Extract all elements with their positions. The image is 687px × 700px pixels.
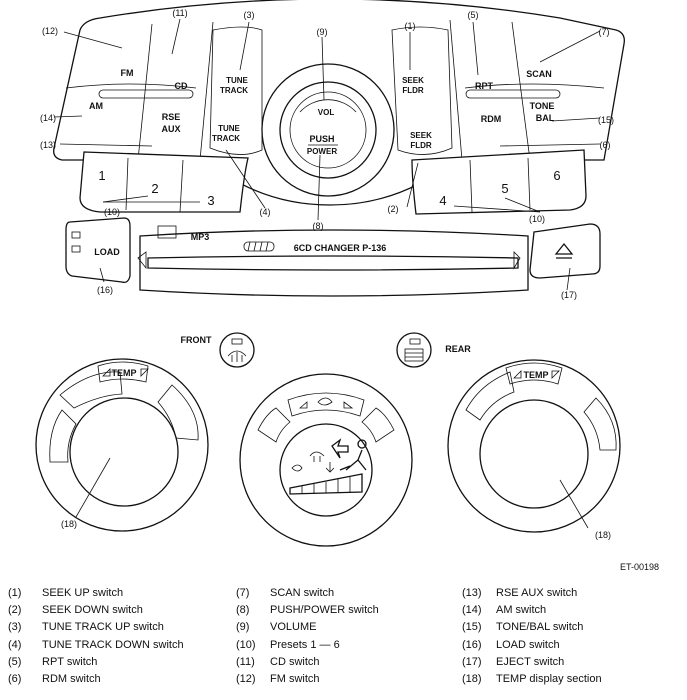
preset-bar-left xyxy=(79,151,249,213)
rear-label: REAR xyxy=(445,344,471,354)
svg-text:(4): (4) xyxy=(260,207,271,217)
svg-text:(3): (3) xyxy=(244,10,255,20)
eject-button[interactable] xyxy=(529,223,601,279)
legend-item: (5)RPT switch xyxy=(8,655,98,668)
svg-text:(6): (6) xyxy=(600,140,611,150)
rpt-button[interactable]: RPT xyxy=(475,81,494,91)
callout-lines xyxy=(53,18,601,529)
preset-5-button[interactable]: 5 xyxy=(501,181,508,196)
tone-bal-button-tone[interactable]: TONE xyxy=(530,101,555,111)
legend: (1)SEEK UP switch (2)SEEK DOWN switch (3… xyxy=(0,587,687,697)
legend-item: (3)TUNE TRACK UP switch xyxy=(8,621,164,634)
legend-item: (12)FM switch xyxy=(236,672,320,685)
push-label[interactable]: PUSH xyxy=(309,134,334,144)
legend-item: (9)VOLUME xyxy=(236,621,317,634)
legend-column-3: (13)RSE AUX switch (14)AM switch (15)TON… xyxy=(462,587,602,690)
preset-1-button[interactable]: 1 xyxy=(98,168,105,183)
svg-text:(9): (9) xyxy=(317,27,328,37)
tune-track-down-track[interactable]: TRACK xyxy=(212,134,240,143)
left-temp-label: TEMP xyxy=(111,368,136,378)
svg-text:(11): (11) xyxy=(172,8,187,18)
svg-text:(7): (7) xyxy=(599,27,610,37)
front-label: FRONT xyxy=(181,335,212,345)
seek-up-fldr[interactable]: FLDR xyxy=(402,86,424,95)
seek-down-seek[interactable]: SEEK xyxy=(410,131,432,140)
legend-item: (14)AM switch xyxy=(462,604,547,617)
tone-bal-button-bal[interactable]: BAL xyxy=(536,113,555,123)
fan-icon xyxy=(317,397,333,406)
rear-defrost-icon xyxy=(404,348,424,362)
seek-up-seek[interactable]: SEEK xyxy=(402,76,424,85)
svg-text:(14): (14) xyxy=(40,113,56,123)
load-button[interactable] xyxy=(65,217,131,284)
legend-item: (6)RDM switch xyxy=(8,672,101,685)
legend-column-1: (1)SEEK UP switch (2)SEEK DOWN switch (3… xyxy=(8,587,184,690)
airflow-icon xyxy=(331,438,349,459)
svg-text:(12): (12) xyxy=(42,26,58,36)
eject-icon xyxy=(554,242,574,259)
legend-item: (17)EJECT switch xyxy=(462,655,565,668)
front-defrost-icon xyxy=(227,350,247,362)
am-button[interactable]: AM xyxy=(89,101,103,111)
fan-dial[interactable] xyxy=(239,373,413,547)
rse-aux-button-rse[interactable]: RSE xyxy=(162,112,181,122)
fan-level-bar xyxy=(289,473,363,495)
svg-text:(17): (17) xyxy=(561,290,577,300)
rse-aux-button-aux[interactable]: AUX xyxy=(161,124,180,134)
seek-down-fldr[interactable]: FLDR xyxy=(410,141,432,150)
changer-label: 6CD CHANGER P-136 xyxy=(294,243,387,253)
legend-item: (11)CD switch xyxy=(236,655,320,668)
rear-defrost-button[interactable] xyxy=(396,332,432,368)
svg-text:(18): (18) xyxy=(61,519,77,529)
front-defrost-button[interactable] xyxy=(219,332,255,368)
legend-column-2: (7)SCAN switch (8)PUSH/POWER switch (9)V… xyxy=(236,587,379,690)
svg-text:(8): (8) xyxy=(313,221,324,231)
legend-item: (16)LOAD switch xyxy=(462,638,560,651)
svg-text:(2): (2) xyxy=(388,204,399,214)
seat-icon xyxy=(339,449,367,471)
legend-item: (4)TUNE TRACK DOWN switch xyxy=(8,638,184,651)
mp3-label: MP3 xyxy=(191,232,210,242)
preset-6-button[interactable]: 6 xyxy=(553,168,560,183)
fm-button[interactable]: FM xyxy=(121,68,134,78)
load-label: LOAD xyxy=(94,247,120,257)
rdm-button[interactable]: RDM xyxy=(481,114,502,124)
right-temp-dial[interactable] xyxy=(447,359,621,533)
legend-item: (18)TEMP display section xyxy=(462,672,602,685)
legend-item: (7)SCAN switch xyxy=(236,587,335,599)
preset-3-button[interactable]: 3 xyxy=(207,193,214,208)
power-label[interactable]: POWER xyxy=(307,147,337,156)
left-temp-dial[interactable] xyxy=(35,358,209,532)
legend-item: (1)SEEK UP switch xyxy=(8,587,124,599)
svg-text:(18): (18) xyxy=(595,530,611,540)
svg-text:(13): (13) xyxy=(40,140,56,150)
preset-bar-right xyxy=(411,149,587,215)
volume-knob[interactable] xyxy=(261,63,395,197)
legend-item: (15)TONE/BAL switch xyxy=(462,621,584,634)
tune-track-up-track[interactable]: TRACK xyxy=(220,86,248,95)
svg-text:(15): (15) xyxy=(598,115,614,125)
svg-text:(16): (16) xyxy=(97,285,113,295)
legend-item: (2)SEEK DOWN switch xyxy=(8,604,143,617)
preset-2-button[interactable]: 2 xyxy=(151,181,158,196)
scan-button[interactable]: SCAN xyxy=(526,69,552,79)
right-temp-label: TEMP xyxy=(523,370,548,380)
callout-labels: (1) (2) (3) (4) (5) (6) (7) (8) (9) (10)… xyxy=(40,8,614,540)
cd-slot xyxy=(139,229,529,297)
figure-code: ET-00198 xyxy=(620,562,660,572)
svg-text:(10): (10) xyxy=(104,207,120,217)
svg-text:(1): (1) xyxy=(405,21,416,31)
svg-text:(5): (5) xyxy=(468,10,479,20)
legend-item: (8)PUSH/POWER switch xyxy=(236,604,379,617)
cd-button[interactable]: CD xyxy=(175,81,188,91)
tune-track-down-tune[interactable]: TUNE xyxy=(218,124,240,133)
legend-item: (13)RSE AUX switch xyxy=(462,587,578,599)
preset-4-button[interactable]: 4 xyxy=(439,193,446,208)
svg-text:(10): (10) xyxy=(529,214,545,224)
legend-item: (10)Presets 1 — 6 xyxy=(236,638,340,651)
tune-track-up-tune[interactable]: TUNE xyxy=(226,76,248,85)
vol-label: VOL xyxy=(318,108,335,117)
